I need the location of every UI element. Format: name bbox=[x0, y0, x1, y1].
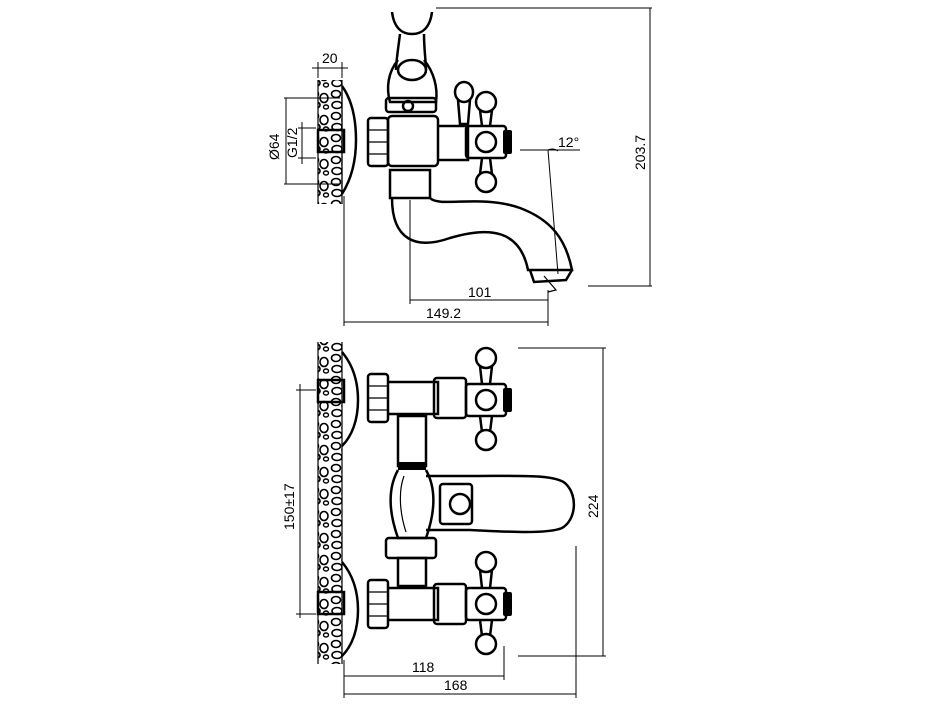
wall-section-top bbox=[318, 80, 342, 204]
spout-collar-top bbox=[388, 168, 432, 200]
dim-spout-angle-label: 12° bbox=[558, 134, 579, 150]
spout-plan bbox=[426, 474, 575, 534]
flange-upper bbox=[341, 351, 360, 447]
dim-centers-label: 150±17 bbox=[281, 483, 297, 530]
dim-spout-angle: 12° bbox=[520, 134, 580, 275]
handle-upper bbox=[464, 346, 512, 452]
dim-flange: Ø64 G1/2 bbox=[266, 97, 340, 185]
dim-total-height-bottom: 224 bbox=[518, 347, 606, 657]
diverter-column bbox=[386, 59, 438, 104]
dim-flange-dia-label: Ø64 bbox=[266, 133, 282, 160]
flange-lower bbox=[341, 561, 360, 657]
dim-handle-depth-label: 118 bbox=[412, 659, 435, 675]
dim-total-depth-bottom: 168 bbox=[344, 546, 577, 698]
dim-wall-width: 20 bbox=[312, 50, 348, 78]
flange-top bbox=[340, 85, 358, 195]
dim-centers: 150±17 bbox=[281, 384, 316, 618]
diverter-collar bbox=[384, 536, 438, 560]
mixer-body-top bbox=[386, 114, 440, 168]
dim-thread-label: G1/2 bbox=[284, 127, 300, 158]
side-view: 20 Ø64 G1/2 bbox=[266, 7, 652, 326]
dim-total-height-top-label: 203.7 bbox=[632, 135, 648, 170]
dim-handle-depth: 118 bbox=[343, 646, 505, 698]
dim-total-depth-bottom-label: 168 bbox=[444, 677, 468, 693]
dim-spout-offset: 101 bbox=[409, 200, 549, 304]
diverter-body bbox=[389, 469, 435, 540]
shower-holder-hook bbox=[390, 11, 434, 36]
inlet-pipe-top bbox=[316, 128, 346, 154]
dim-total-depth-top: 149.2 bbox=[343, 196, 549, 326]
dim-total-height-bottom-label: 224 bbox=[585, 494, 601, 518]
wall-section-bottom bbox=[318, 342, 342, 664]
dim-spout-offset-label: 101 bbox=[468, 284, 492, 300]
plan-view: 150±17 224 118 168 bbox=[281, 342, 606, 698]
dim-total-height-top: 203.7 bbox=[436, 7, 652, 287]
spout-top bbox=[390, 196, 574, 272]
central-pipe bbox=[396, 414, 428, 468]
dim-total-depth-top-label: 149.2 bbox=[426, 305, 461, 321]
handle-top bbox=[453, 80, 512, 194]
handle-lower bbox=[464, 550, 512, 656]
dim-wall-width-label: 20 bbox=[322, 50, 338, 66]
